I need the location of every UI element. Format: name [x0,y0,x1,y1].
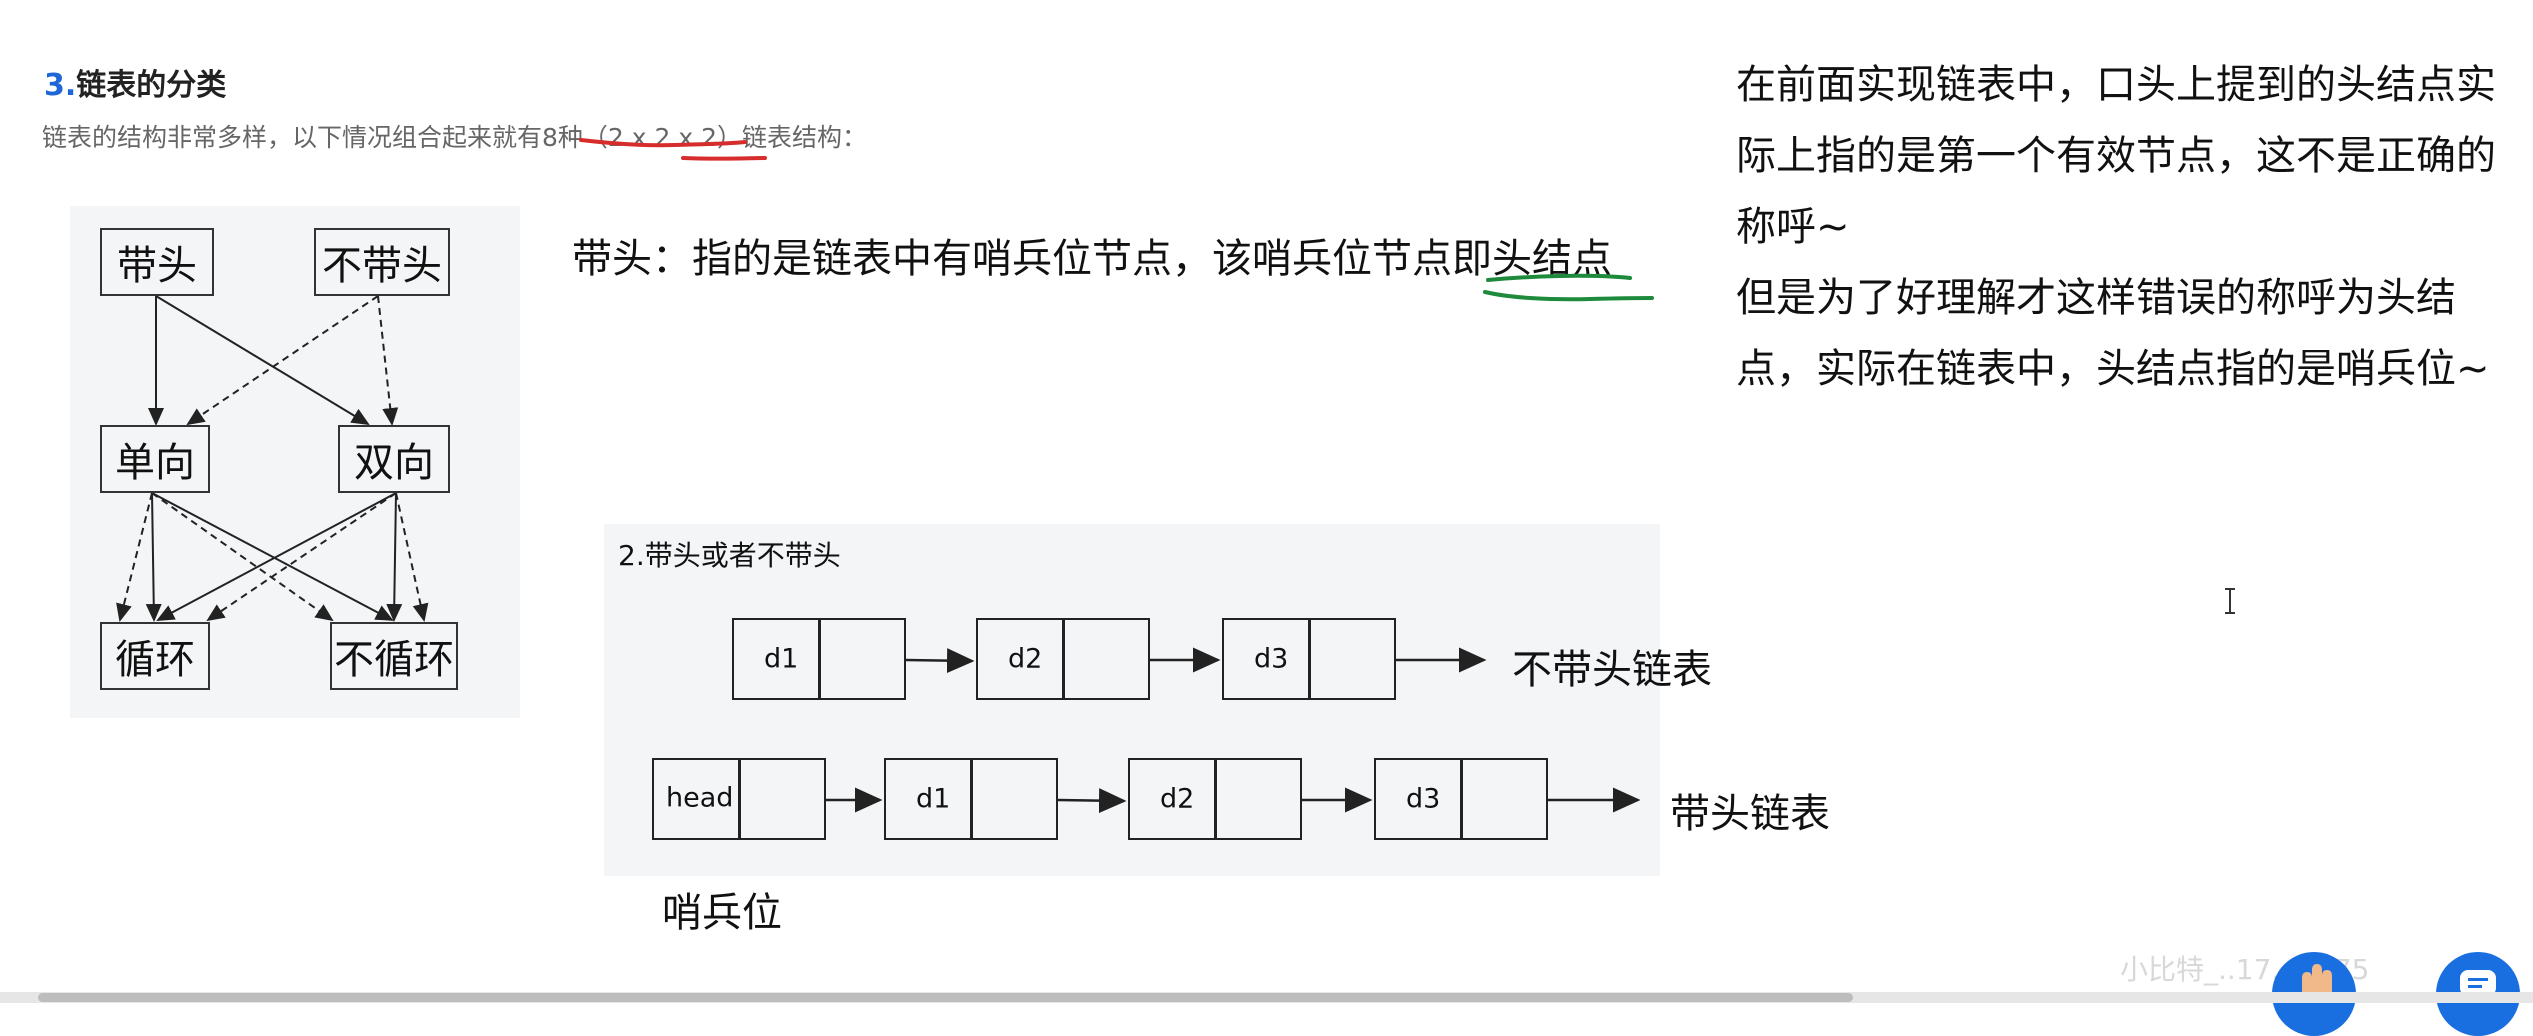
category-circular: 循环 [100,622,210,690]
list2-node-d3: d3 [1374,758,1548,840]
green-underline-annotation [1483,273,1654,302]
category-without-head: 不带头 [314,228,450,296]
head-definition-text: 带头：指的是链表中有哨兵位节点，该哨兵位节点即 [572,236,1492,282]
list1-node-d3: d3 [1222,618,1396,700]
list2-node-d3-label: d3 [1406,783,1441,815]
head-definition-note: 带头：指的是链表中有哨兵位节点，该哨兵位节点即头结点 [572,226,1612,284]
cursor-ibeam-icon [2225,588,2235,614]
sentinel-label: 哨兵位 [662,890,782,936]
list1-node-d3-label: d3 [1254,643,1289,675]
horizontal-scrollbar-thumb[interactable] [38,993,1853,1002]
right-note-line-2: 但是为了好理解才这样错误的称呼为头结点，实际在链表中，头结点指的是哨兵位~ [1736,275,2490,392]
category-singly: 单向 [100,425,210,493]
chat-icon [2460,970,2496,996]
right-side-note: 在前面实现链表中，口头上提到的头结点实际上指的是第一个有效节点，这不是正确的称呼… [1736,50,2506,405]
list1-node-d1-label: d1 [764,643,799,675]
list2-node-d2: d2 [1128,758,1302,840]
list2-node-d2-label: d2 [1160,783,1195,815]
category-doubly: 双向 [338,425,450,493]
section-description: 链表的结构非常多样，以下情况组合起来就有8种（2 x 2 x 2）链表结构： [42,118,867,154]
classification-panel [70,206,520,718]
list1-node-d1: d1 [732,618,906,700]
example-title: 2.带头或者不带头 [618,539,841,572]
red-underline-annotation [579,138,767,161]
description-prefix: 链表的结构非常多样，以下情况组合起来就有 [42,123,543,152]
list-without-head-label: 不带头链表 [1512,647,1712,693]
classification-edges [116,295,429,622]
hand-icon [2302,964,2332,1000]
list-with-head-label: 带头链表 [1670,791,1830,837]
list1-node-d2-label: d2 [1008,643,1043,675]
description-highlight: 8种（2 x 2 x 2） [542,123,743,152]
section-title-text: 链表的分类 [76,68,227,103]
list2-node-d1-label: d1 [916,783,951,815]
description-suffix: 链表结构： [742,123,868,152]
list2-node-d1: d1 [884,758,1058,840]
right-note-line-1: 在前面实现链表中，口头上提到的头结点实际上指的是第一个有效节点，这不是正确的称呼… [1736,62,2496,250]
linked-list-example-panel [604,524,1660,876]
section-title: 3.链表的分类 [44,60,226,104]
list2-node-head: head [652,758,826,840]
category-non-circular: 不循环 [330,622,458,690]
section-number: 3. [44,68,77,103]
list1-node-d2: d2 [976,618,1150,700]
list2-node-head-label: head [666,782,734,814]
category-with-head: 带头 [100,228,214,296]
